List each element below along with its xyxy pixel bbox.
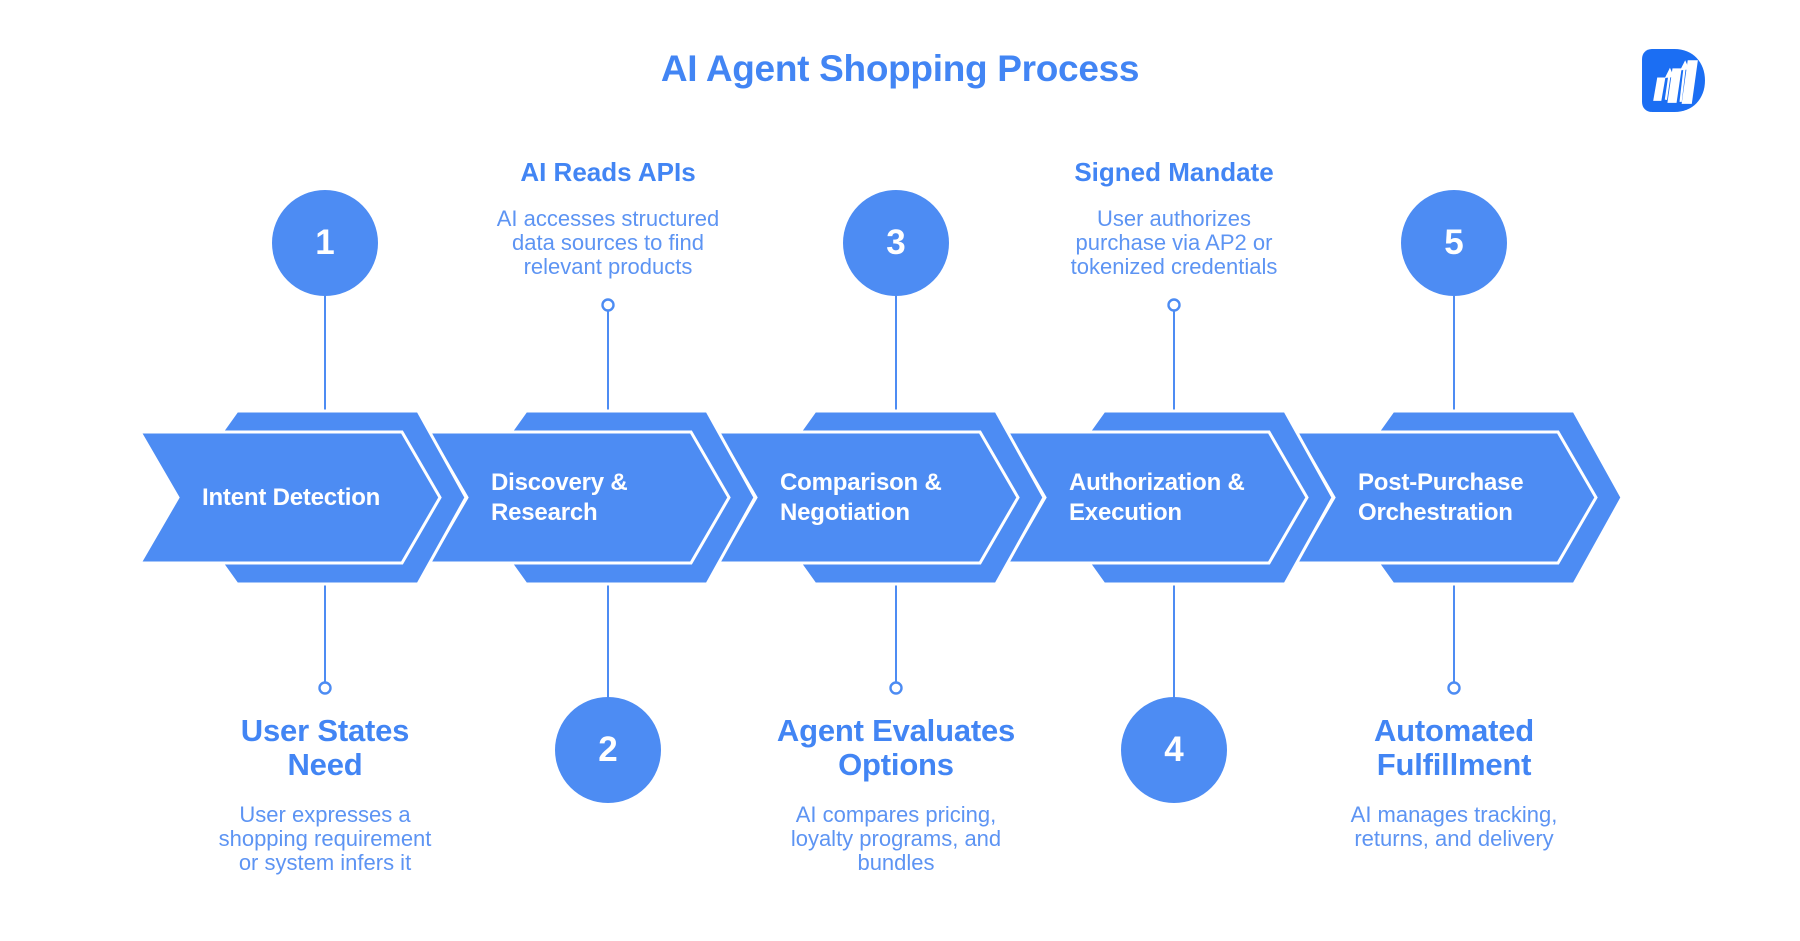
- callout-heading-agent-evaluates-options: Agent Evaluates Options: [776, 713, 1016, 782]
- connector-dot: [318, 681, 332, 695]
- arrow-label-intent-detection: Intent Detection: [202, 483, 381, 511]
- callout-body-automated-fulfillment: AI manages tracking, returns, and delive…: [1350, 802, 1558, 851]
- step-number: 5: [1444, 223, 1464, 262]
- step-number: 4: [1164, 730, 1184, 769]
- callout-body-agent-evaluates-options: AI compares pricing, loyalty programs, a…: [790, 802, 1002, 875]
- connector-dots: [318, 298, 1461, 695]
- logo-arrow-icon: [1664, 75, 1671, 100]
- step-number: 3: [886, 223, 906, 262]
- callout-body-ai-reads-apis: AI accesses structured data sources to f…: [496, 206, 720, 279]
- arrow-label-comparison-negotiation: Comparison &Negotiation: [780, 468, 942, 526]
- arrow-label-authorization-execution: Authorization &Execution: [1069, 468, 1245, 526]
- callout-body-signed-mandate: User authorizes purchase via AP2 or toke…: [1070, 206, 1278, 279]
- connector-dot: [1447, 681, 1461, 695]
- logo-arrow-icon: [1679, 67, 1686, 102]
- callout-heading-automated-fulfillment: Automated Fulfillment: [1373, 713, 1535, 782]
- step-number-circle-3: 3: [843, 190, 949, 296]
- step-number-circle-2: 2: [555, 697, 661, 803]
- callout-heading-user-states-need: User States Need: [240, 713, 410, 782]
- logo-bar-small: [1653, 77, 1666, 101]
- step-number-circle-1: 1: [272, 190, 378, 296]
- connector-dot: [889, 681, 903, 695]
- arrow-label-discovery-research: Discovery &Research: [491, 468, 628, 526]
- logo-bar-medium: [1667, 68, 1682, 103]
- connector-dot: [1167, 298, 1181, 312]
- callout-heading-ai-reads-apis: AI Reads APIs: [520, 157, 696, 187]
- callout-heading-signed-mandate: Signed Mandate: [1074, 157, 1274, 187]
- step-number-circle-4: 4: [1121, 697, 1227, 803]
- step-number: 1: [315, 223, 335, 262]
- callout-body-user-states-need: User expresses a shopping requirement or…: [218, 802, 432, 875]
- connector-lines: [324, 296, 1455, 698]
- page-title: AI Agent Shopping Process: [660, 48, 1140, 89]
- connector-dot: [601, 298, 615, 312]
- logo-bar-large: [1681, 60, 1698, 104]
- bar-chart-growth-logo: [1642, 49, 1705, 112]
- step-number-circle-5: 5: [1401, 190, 1507, 296]
- chevron-arrow-1: [137, 430, 442, 565]
- step-number: 2: [598, 730, 618, 769]
